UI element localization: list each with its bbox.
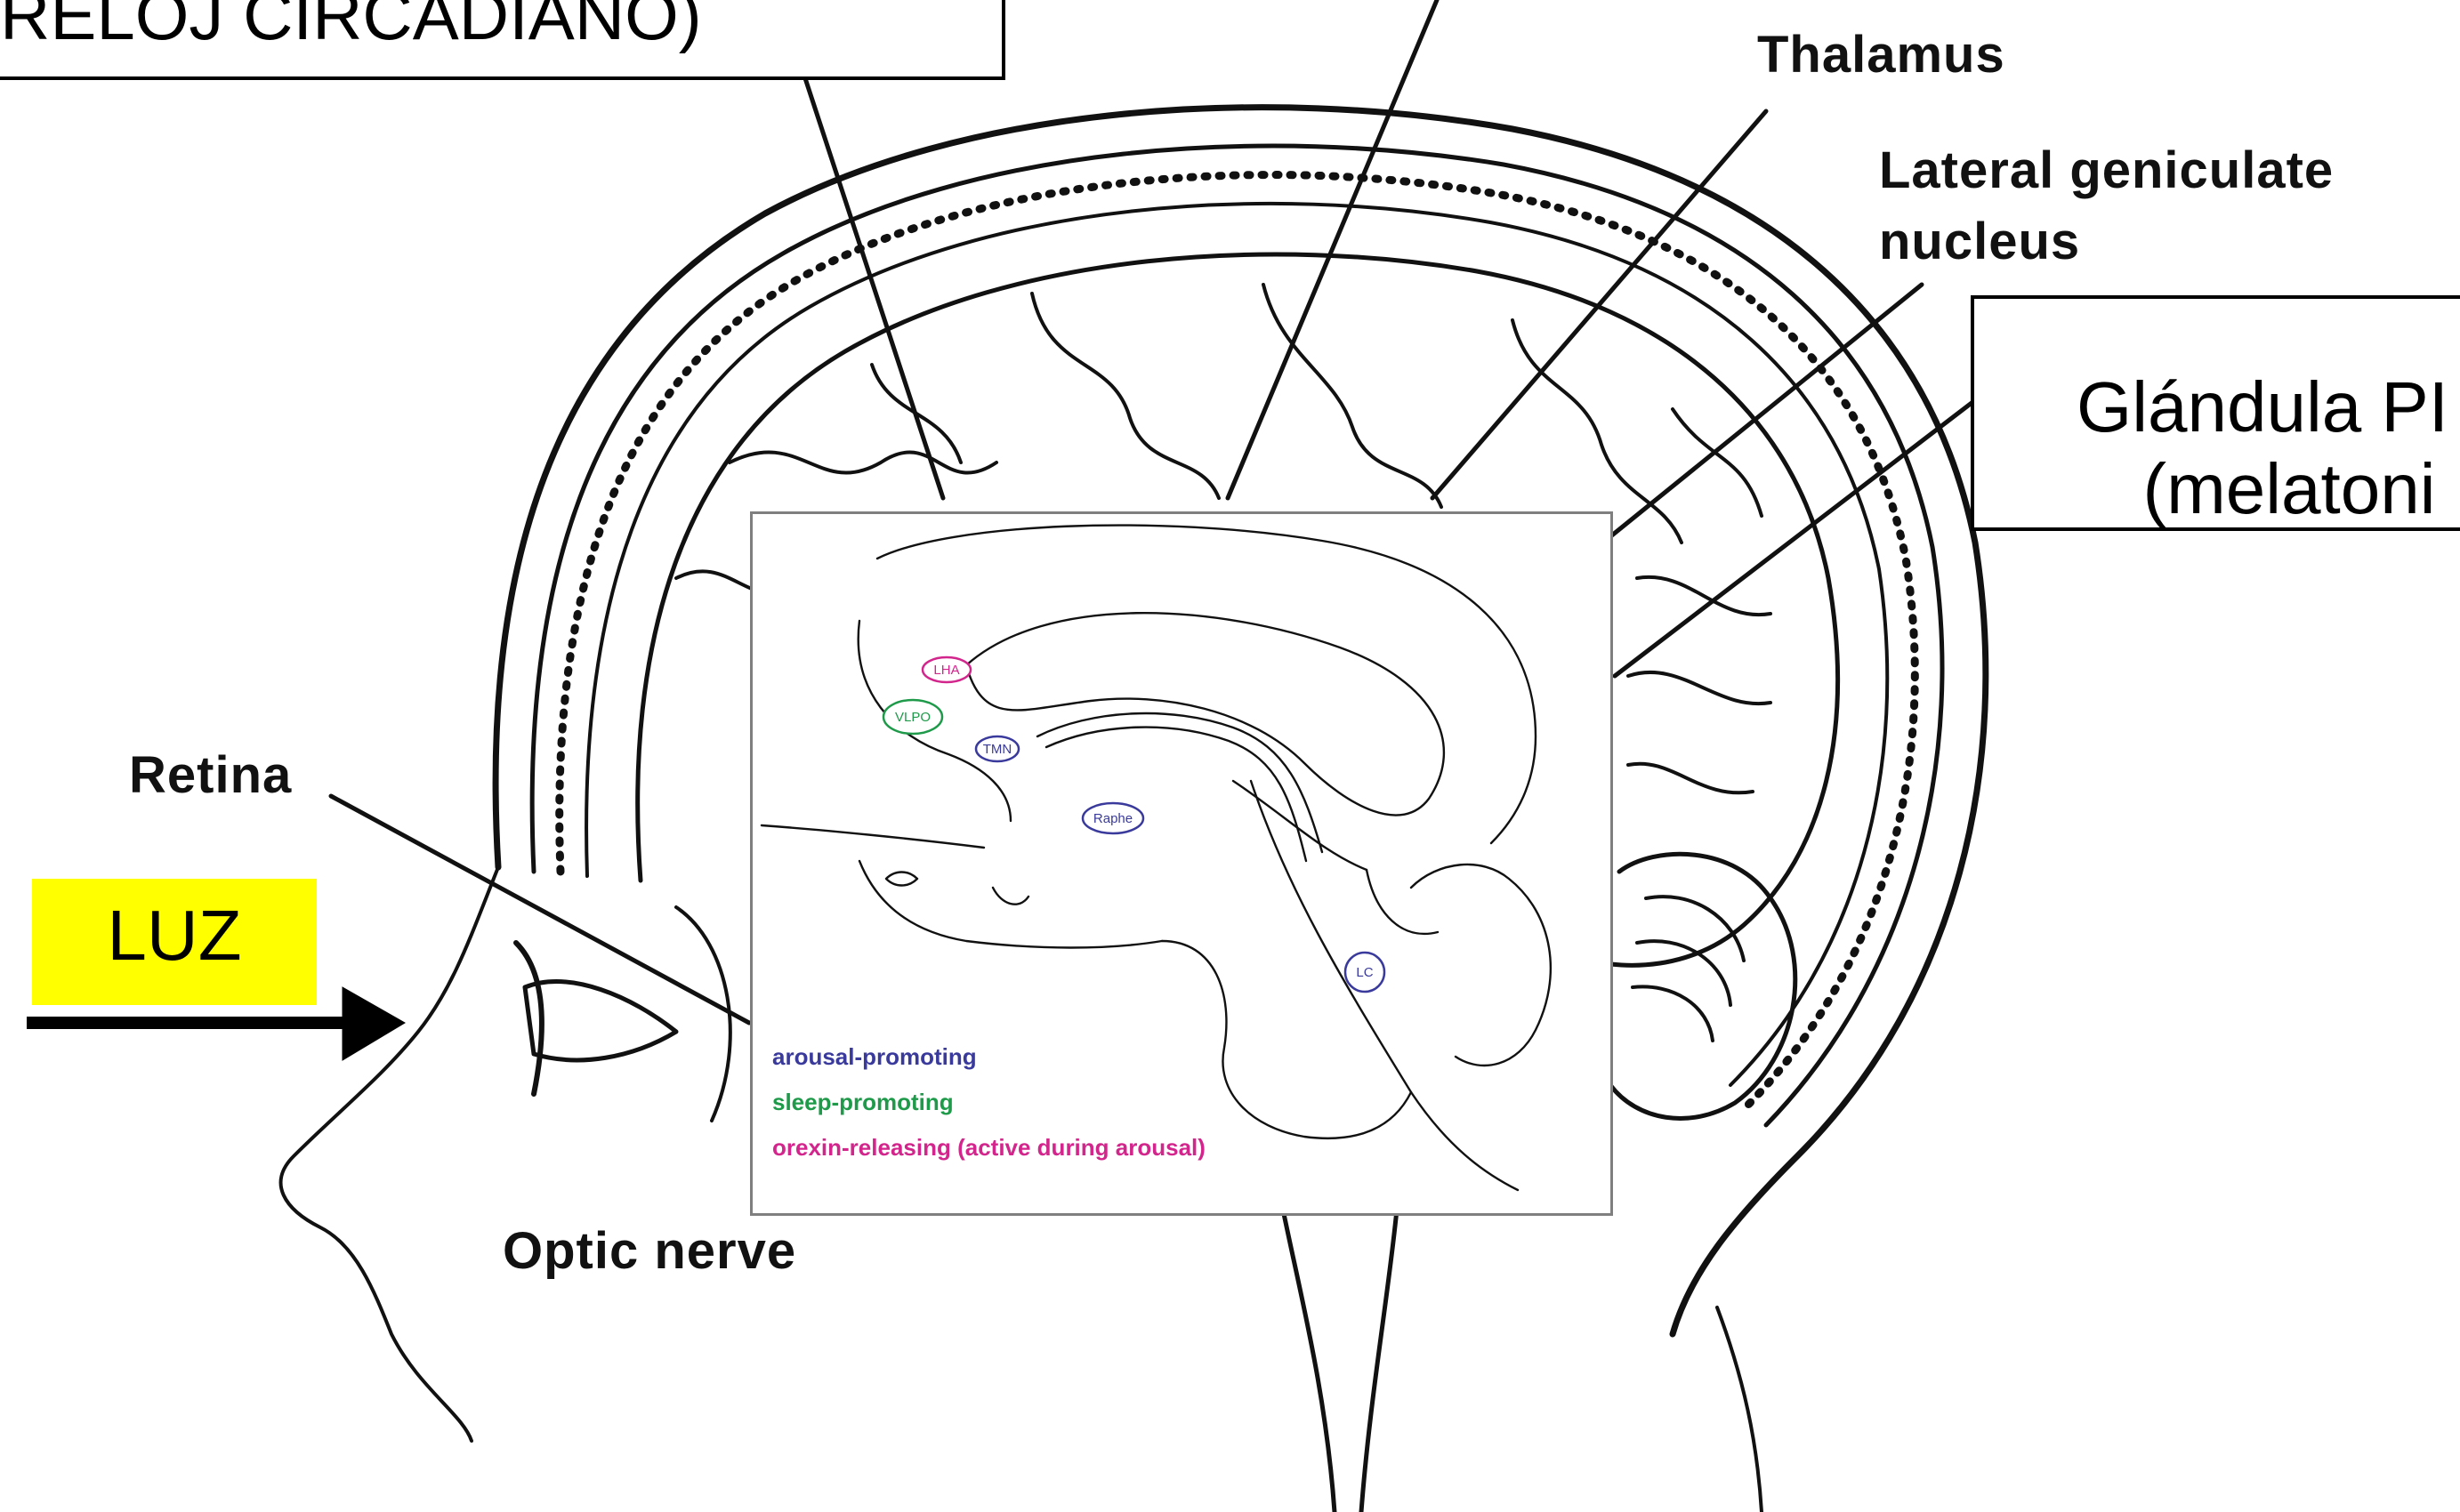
- leader-pineal: [1615, 400, 1975, 676]
- pineal-gland-label-line2: (melatoni: [2024, 448, 2460, 530]
- raphe-nucleus: Raphe: [1083, 803, 1143, 833]
- leader-center-1: [1228, 0, 1437, 498]
- gyrus-4: [1512, 320, 1682, 543]
- legend-orexin: orexin-releasing (active during arousal): [772, 1134, 1206, 1162]
- tmn-nucleus: TMN: [976, 736, 1019, 761]
- lha-nucleus: LHA: [923, 657, 971, 682]
- vlpo-label: VLPO: [895, 710, 931, 725]
- circadian-clock-label-box: RELOJ CIRCADIANO): [0, 0, 1005, 80]
- sleep-arousal-inset: LHA VLPO TMN Raphe LC arousal-promoting …: [750, 511, 1613, 1216]
- leader-top-box: [805, 78, 943, 498]
- cerebellum-folds: [1633, 897, 1744, 1041]
- inset-corpus-callosum: [966, 613, 1444, 815]
- circadian-clock-label: RELOJ CIRCADIANO): [0, 0, 702, 54]
- gyrus-2: [1032, 294, 1219, 498]
- gyrus-8: [1628, 764, 1753, 793]
- vlpo-nucleus: VLPO: [883, 700, 942, 734]
- raphe-label: Raphe: [1093, 811, 1133, 826]
- neck-outline: [1717, 1307, 1762, 1512]
- inset-cortex: [877, 526, 1536, 843]
- lateral-geniculate-label-line2: nucleus: [1879, 213, 2080, 270]
- gyrus-7: [1628, 672, 1770, 704]
- inset-midbrain: [1233, 781, 1367, 870]
- brainstem-right: [1361, 1210, 1397, 1512]
- eye-orbit: [676, 907, 730, 1121]
- gyrus-3: [1263, 285, 1441, 507]
- thalamus-label: Thalamus: [1757, 27, 2005, 84]
- inset-cerebellum-2: [1367, 870, 1438, 934]
- brainstem-left: [1281, 1201, 1335, 1512]
- pineal-gland-label-line1: Glándula PI: [2024, 366, 2460, 448]
- inset-cerebellum: [1411, 865, 1551, 1066]
- eye-outline: [525, 982, 676, 1060]
- lc-nucleus: LC: [1345, 953, 1384, 992]
- tmn-label: TMN: [983, 742, 1012, 757]
- retina-label: Retina: [129, 747, 292, 804]
- legend-sleep: sleep-promoting: [772, 1089, 954, 1116]
- inset-hypothalamus: [762, 825, 1162, 948]
- inset-medulla: [1251, 781, 1518, 1190]
- inset-optic-chiasm: [886, 873, 917, 886]
- light-label: LUZ: [107, 896, 241, 975]
- inset-pituitary: [993, 888, 1028, 905]
- lateral-geniculate-label-line1: Lateral geniculate: [1879, 142, 2334, 199]
- light-label-box: LUZ: [32, 879, 317, 1005]
- lc-label: LC: [1356, 965, 1373, 980]
- legend-arousal: arousal-promoting: [772, 1043, 977, 1071]
- optic-nerve-label: Optic nerve: [503, 1223, 796, 1280]
- lha-label: LHA: [933, 663, 959, 678]
- pineal-gland-label-box: Glándula PI (melatoni: [1971, 295, 2460, 531]
